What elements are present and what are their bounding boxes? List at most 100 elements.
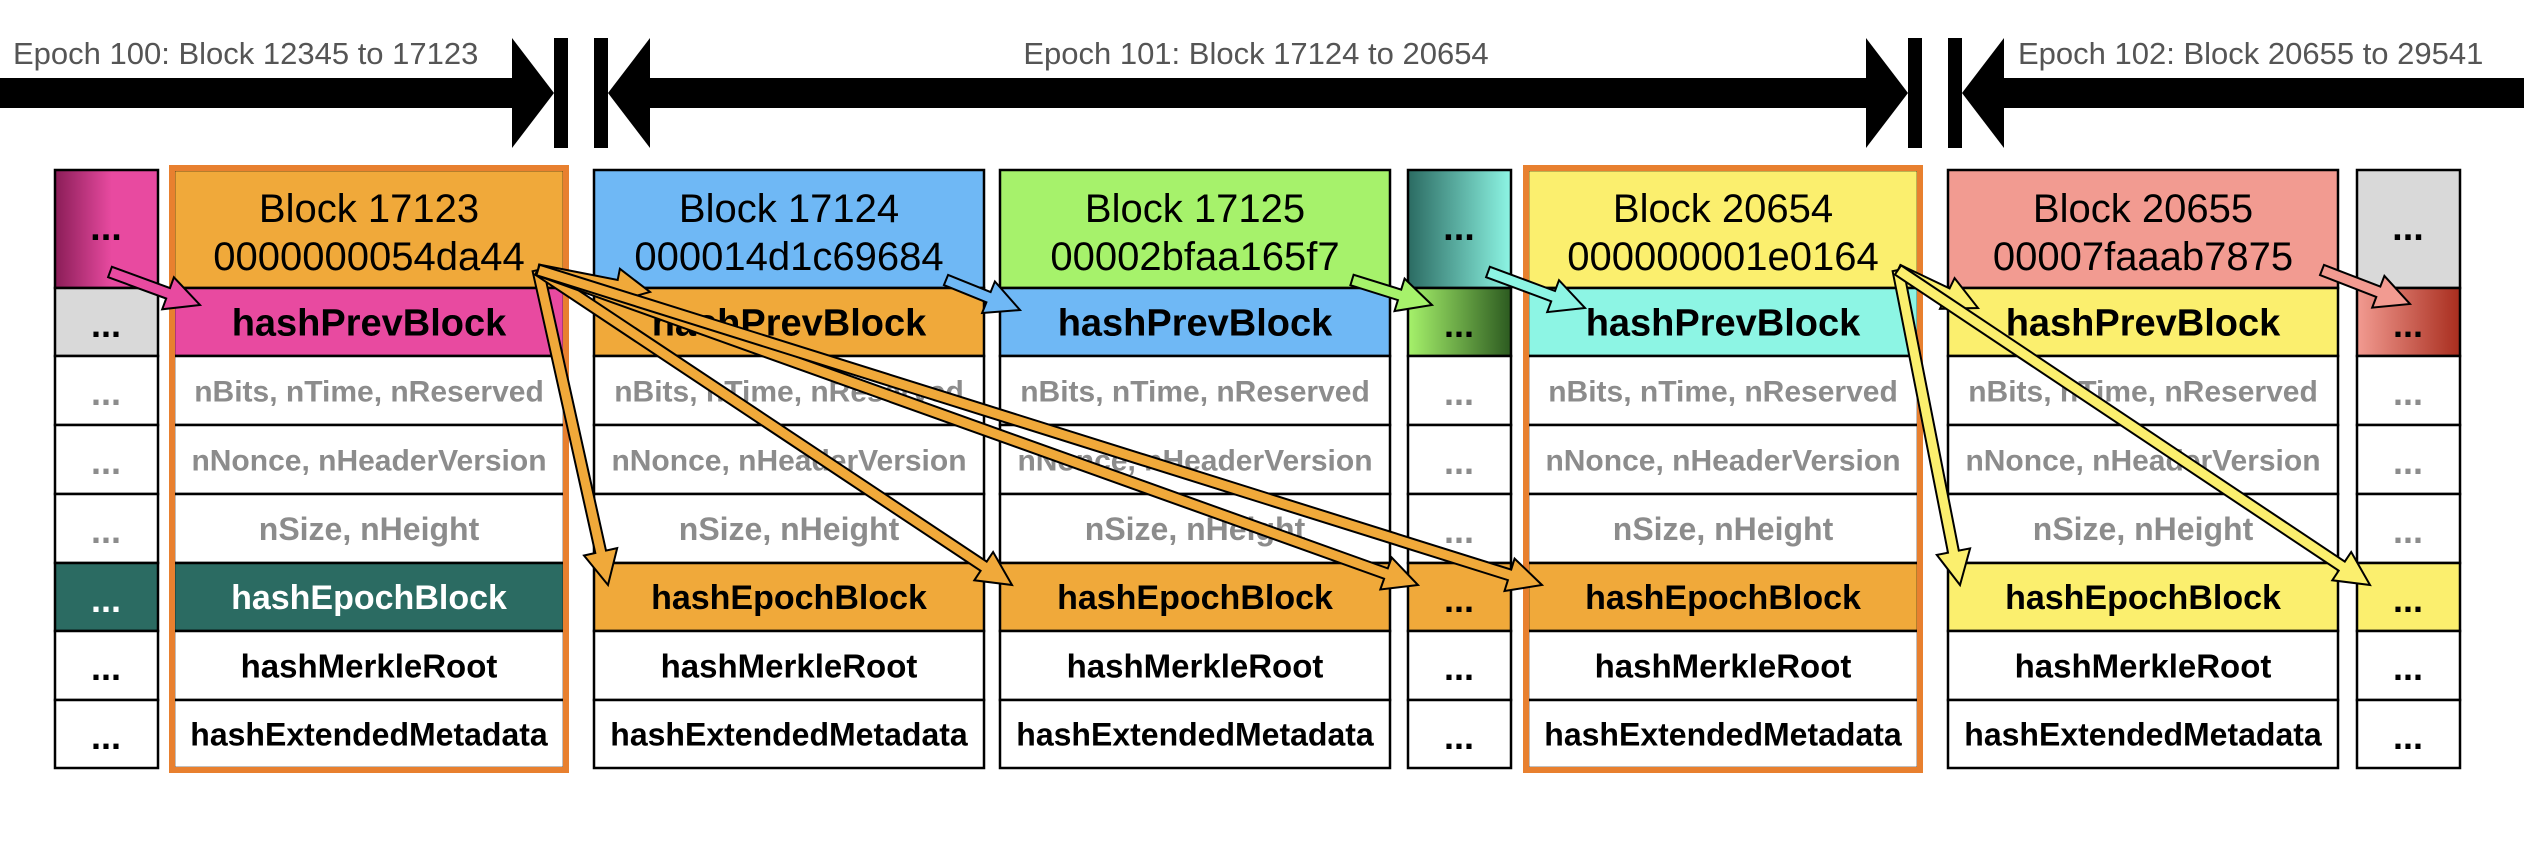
epoch-101-span: Epoch 101: Block 17124 to 20654 [594, 36, 1922, 148]
narrow-left-top [53, 168, 160, 290]
epoch-101-end-tick [1908, 38, 1922, 148]
block-hash: 000014d1c69684 [634, 235, 943, 279]
epoch-100-span: Epoch 100: Block 12345 to 17123 [0, 36, 568, 148]
narrow-left-bits-label: ... [91, 372, 121, 413]
field-merkle [172, 629, 566, 702]
field-size-label: nSize, nHeight [1613, 511, 1834, 547]
epoch-link-arrow-17123-d [535, 263, 1545, 593]
block-column-1: Block 17124000014d1c69684hashPrevBlocknB… [592, 168, 986, 770]
narrow-left-hashprev [53, 286, 160, 358]
field-bits [1946, 354, 2340, 427]
narrow-column-left: ... ... ... ... ... ... ... ... [53, 168, 160, 770]
block-title: Block 20654 [1613, 187, 1833, 231]
narrow-middle-hashprev-label: ... [1444, 304, 1474, 345]
epoch-timeline: Epoch 100: Block 12345 to 17123 Epoch 10… [0, 36, 2524, 148]
narrow-left-top-label: ... [90, 207, 122, 249]
block-header [172, 168, 566, 290]
block-title: Block 20655 [2033, 187, 2253, 231]
narrow-right-size-label: ... [2393, 510, 2423, 551]
block-hash: 00007faaab7875 [1993, 235, 2293, 279]
prev-link-arrow-left [106, 265, 203, 311]
epoch-102-start-tick [1948, 38, 1962, 148]
field-hashepoch [1946, 561, 2340, 633]
epoch-101-left-arrowhead [608, 38, 650, 148]
block-hash: 0000000054da44 [213, 235, 524, 279]
field-hashprev-label: hashPrevBlock [232, 303, 507, 345]
epoch-101-right-arrowhead [1866, 38, 1908, 148]
field-hashprev-label: hashPrevBlock [2006, 303, 2281, 345]
epoch-101-start-tick [594, 38, 608, 148]
field-merkle-label: hashMerkleRoot [2015, 647, 2272, 684]
narrow-right-meta [2355, 698, 2462, 770]
narrow-left-meta [53, 698, 160, 770]
narrow-right-bits [2355, 354, 2462, 427]
field-bits-label: nBits, nTime, nReserved [1968, 375, 2318, 408]
block-header [998, 168, 1392, 290]
prev-link-arrow-mid [1484, 265, 1588, 314]
epoch-link-arrow-20654-a [1891, 267, 1972, 588]
block-highlight-border [1523, 165, 1923, 773]
field-hashepoch [1526, 561, 1920, 633]
block-title: Block 17124 [679, 187, 899, 231]
field-merkle [592, 629, 986, 702]
narrow-left-hashepoch-label: ... [91, 579, 121, 620]
narrow-middle-top-label: ... [1443, 207, 1475, 249]
field-hashepoch-label: hashEpochBlock [651, 579, 927, 617]
narrow-right-hashepoch-label: ... [2393, 579, 2423, 620]
field-merkle-label: hashMerkleRoot [1595, 647, 1852, 684]
narrow-right-meta-label: ... [2393, 716, 2423, 757]
field-size-label: nSize, nHeight [259, 511, 480, 547]
prev-link-arrow-20655 [2318, 263, 2413, 309]
narrow-middle-merkle-label: ... [1444, 647, 1474, 688]
field-merkle-label: hashMerkleRoot [1067, 647, 1324, 684]
narrow-right-top-label: ... [2392, 207, 2424, 249]
field-nonce-label: nNonce, nHeaderVersion [1965, 444, 2320, 477]
narrow-right-top [2355, 168, 2462, 290]
epoch-100-label: Epoch 100: Block 12345 to 17123 [13, 36, 478, 71]
narrow-right-bits-label: ... [2393, 372, 2423, 413]
field-bits-label: nBits, nTime, nReserved [194, 375, 544, 408]
epoch-100-arrowhead [512, 38, 554, 148]
field-nonce [1526, 423, 1920, 496]
field-hashepoch-label: hashEpochBlock [2005, 579, 2281, 617]
field-bits [998, 354, 1392, 427]
field-merkle-label: hashMerkleRoot [241, 647, 498, 684]
field-size [1946, 492, 2340, 565]
epoch-101-label: Epoch 101: Block 17124 to 20654 [1023, 36, 1488, 71]
block-header [592, 168, 986, 290]
narrow-left-nonce-label: ... [91, 441, 121, 482]
block-column-2: Block 1712500002bfaa165f7hashPrevBlocknB… [998, 168, 1392, 770]
field-hashepoch-label: hashEpochBlock [231, 579, 507, 617]
prev-link-arrow-17124 [942, 273, 1023, 315]
narrow-right-merkle [2355, 629, 2462, 702]
narrow-column-right: ... ... ... ... ... ... ... ... [2355, 168, 2462, 770]
block-hash: 00002bfaa165f7 [1050, 235, 1339, 279]
narrow-right-hashprev-label: ... [2393, 304, 2423, 345]
field-hashepoch-label: hashEpochBlock [1585, 579, 1861, 617]
narrow-middle-size-label: ... [1444, 510, 1474, 551]
block-hash: 000000001e0164 [1567, 235, 1878, 279]
field-bits [172, 354, 566, 427]
field-hashprev [998, 286, 1392, 358]
narrow-left-size-label: ... [91, 510, 121, 551]
field-meta [592, 698, 986, 770]
epoch-101-bar [648, 78, 1872, 108]
field-meta-label: hashExtendedMetadata [1544, 717, 1902, 753]
field-nonce-label: nNonce, nHeaderVersion [191, 444, 546, 477]
field-nonce [1946, 423, 2340, 496]
field-hashprev [1526, 286, 1920, 358]
field-hashepoch [998, 561, 1392, 633]
field-hashprev-label: hashPrevBlock [1058, 303, 1333, 345]
narrow-left-hashepoch [53, 561, 160, 633]
narrow-right-merkle-label: ... [2393, 647, 2423, 688]
epoch-102-label: Epoch 102: Block 20655 to 29541 [2018, 36, 2483, 71]
narrow-middle-bits-label: ... [1444, 372, 1474, 413]
field-meta-label: hashExtendedMetadata [1964, 717, 2322, 753]
narrow-right-hashprev [2355, 286, 2462, 358]
narrow-right-size [2355, 492, 2462, 565]
field-meta [1946, 698, 2340, 770]
narrow-right-hashepoch [2355, 561, 2462, 633]
field-meta-label: hashExtendedMetadata [610, 717, 968, 753]
